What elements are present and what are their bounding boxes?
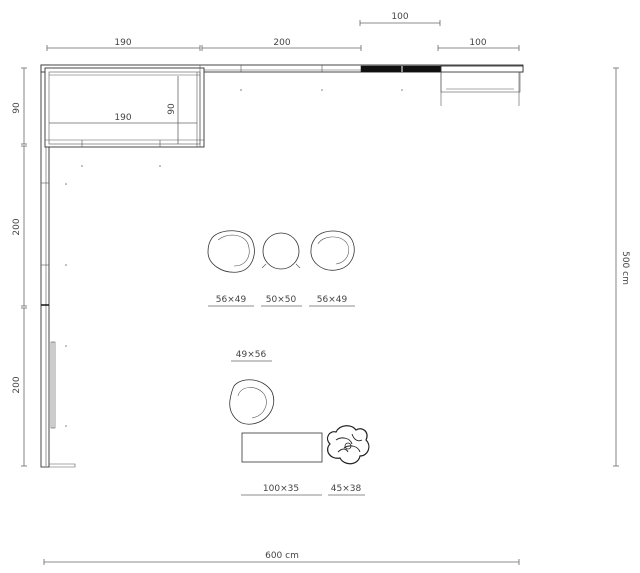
svg-text:45×38: 45×38: [331, 484, 362, 494]
dimension-top-left: 190: [46, 38, 201, 51]
left-wall-panel: [50, 341, 56, 429]
label-stool-round: 50×50: [261, 295, 302, 307]
dimension-left-lower: 200: [12, 307, 27, 467]
dim-label-inner-depth: 90: [167, 103, 177, 115]
svg-text:100×35: 100×35: [263, 484, 299, 494]
dim-label-left-middle: 200: [12, 218, 22, 235]
dimension-total-width: 600 cm: [43, 551, 520, 565]
label-chair-right: 56×49: [309, 295, 355, 307]
label-lounge-chair: 49×56: [231, 350, 272, 362]
chair-right: [310, 230, 355, 271]
svg-text:49×56: 49×56: [236, 350, 267, 360]
svg-text:50×50: 50×50: [266, 295, 297, 305]
bench: [241, 432, 323, 463]
svg-text:56×49: 56×49: [317, 295, 348, 305]
marker-dots: [65, 89, 403, 427]
dim-label-top-left: 190: [114, 38, 131, 48]
dimension-left-upper: 90: [12, 67, 27, 145]
dim-label-top-middle: 200: [273, 38, 290, 48]
plant: [326, 425, 370, 465]
dimension-top-right: 100: [437, 38, 520, 51]
dimension-total-height: 500 cm: [613, 67, 630, 467]
dimension-top-middle: 200: [201, 38, 362, 51]
dimension-left-middle: 200: [12, 145, 27, 307]
label-bench: 100×35: [241, 484, 322, 496]
dimension-top-right-upper: 100: [359, 12, 441, 26]
svg-text:56×49: 56×49: [216, 295, 247, 305]
upper-left-cabinet: 190 90: [44, 65, 205, 148]
dim-label-total-height: 500 cm: [620, 251, 630, 285]
dim-label-top-right-upper: 100: [391, 12, 408, 22]
lounge-chair: [229, 379, 275, 425]
upper-right-cabinet: [440, 65, 524, 106]
dim-label-left-lower: 200: [12, 376, 22, 393]
stool-round: [261, 232, 301, 270]
dim-label-top-right: 100: [469, 38, 486, 48]
dim-label-inner-width: 190: [114, 113, 131, 123]
label-plant: 45×38: [328, 484, 365, 496]
dim-label-left-upper: 90: [12, 102, 22, 114]
chair-left: [207, 230, 255, 273]
label-chair-left: 56×49: [208, 295, 254, 307]
dim-label-total-width: 600 cm: [265, 551, 299, 561]
